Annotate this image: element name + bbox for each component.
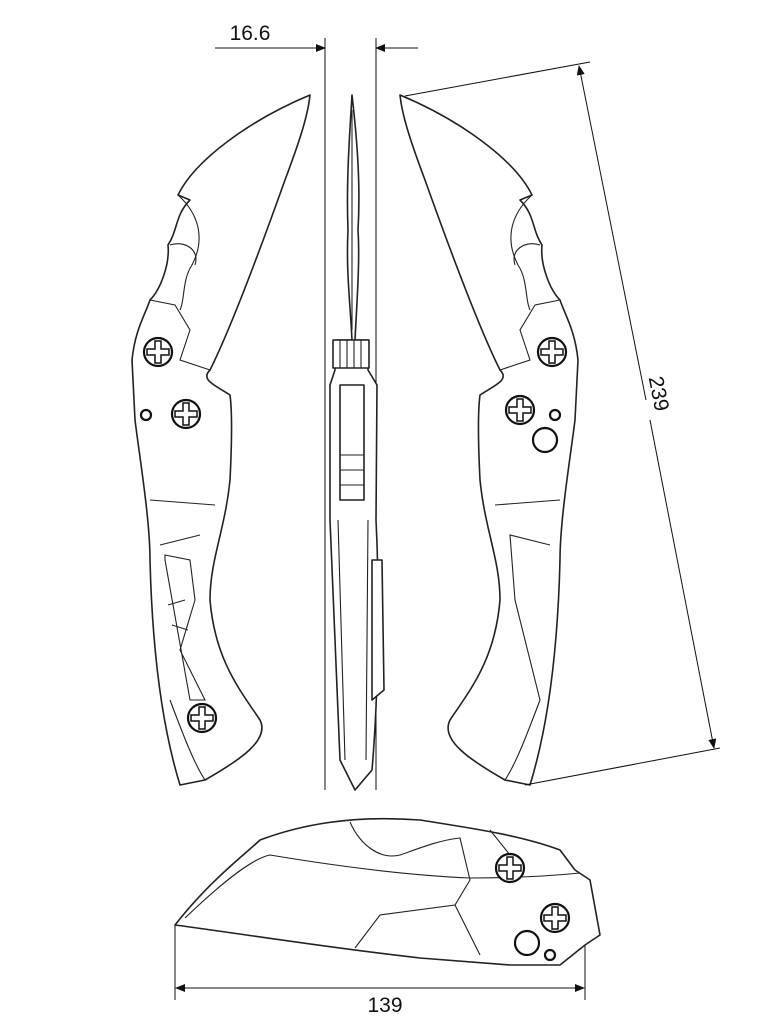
knife-right-view (399, 94, 579, 786)
knife-left-view (131, 94, 311, 786)
length-dimension: 239 (404, 61, 721, 786)
knife-closed-view (174, 817, 601, 966)
pivot-screw-icon (142, 336, 174, 368)
closed-length-dimension: 139 (174, 925, 586, 1017)
pivot-screw-icon (170, 398, 202, 430)
closed-length-label: 139 (367, 994, 402, 1017)
thickness-label: 16.6 (230, 22, 271, 45)
screw-icon (186, 702, 218, 734)
knife-edge-view (329, 94, 385, 791)
length-label: 239 (644, 374, 673, 413)
